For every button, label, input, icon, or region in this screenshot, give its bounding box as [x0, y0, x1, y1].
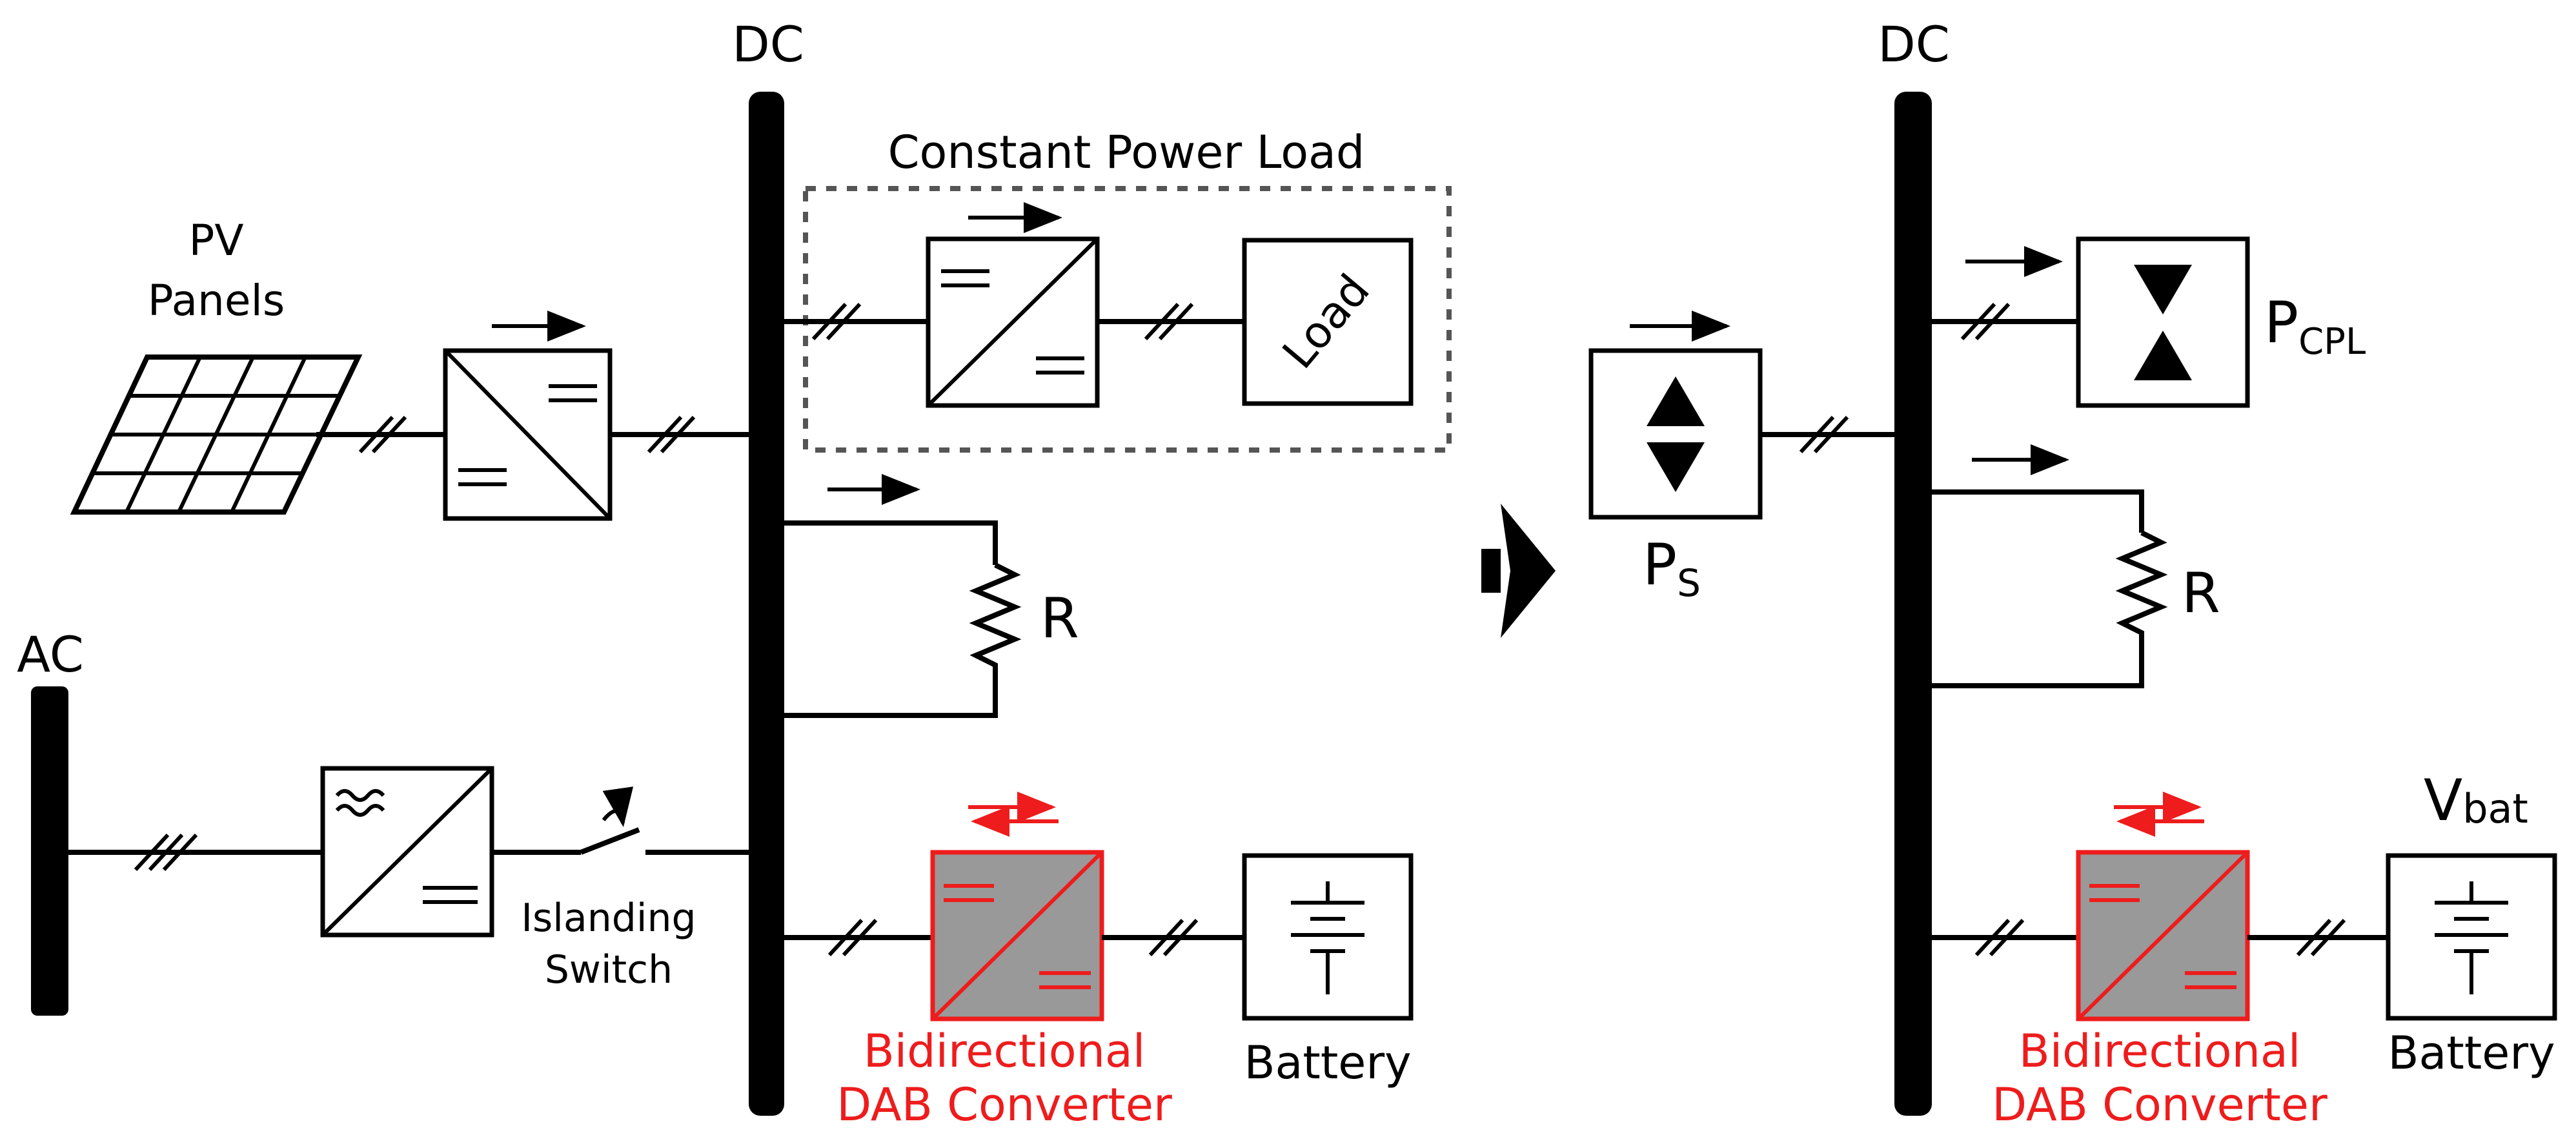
- ac-bus-label: AC: [17, 626, 84, 683]
- resistor-icon: [969, 562, 1022, 675]
- constant-power-load-icon: [2076, 236, 2250, 408]
- dc-bus: [749, 92, 784, 1116]
- switch-label-line1: Islanding: [521, 896, 696, 941]
- cpl-dc-dc-converter-icon: [926, 236, 1100, 408]
- right-dab-label-line2: DAB Converter: [1992, 1078, 2328, 1131]
- left-diagram: DC AC PV Panels: [17, 15, 1452, 1131]
- switch-label-line2: Switch: [545, 947, 673, 992]
- right-battery-label: Battery: [2388, 1027, 2555, 1080]
- vbat-label: Vbat: [2424, 767, 2528, 834]
- pv-label-line2: Panels: [148, 276, 285, 325]
- pv-dc-dc-converter-icon: [443, 348, 613, 521]
- battery-icon: [1242, 853, 1414, 1021]
- dab-label-line2: DAB Converter: [837, 1078, 1172, 1131]
- pcpl-label: PCPL: [2264, 289, 2366, 363]
- right-dc-bus: [1894, 92, 1932, 1116]
- dab-converter-icon[interactable]: [930, 850, 1104, 1021]
- right-dab-label-line1: Bidirectional: [2019, 1025, 2301, 1078]
- right-resistor-label: R: [2182, 561, 2220, 626]
- right-battery-icon: [2386, 853, 2557, 1021]
- load-box: [1242, 238, 1414, 406]
- power-source-icon: [1588, 348, 1763, 520]
- resistor-label: R: [1040, 586, 1079, 651]
- pv-label-line1: PV: [189, 216, 244, 265]
- right-dc-bus-label: DC: [1878, 15, 1950, 73]
- ps-label: PS: [1643, 531, 1701, 605]
- cpl-label: Constant Power Load: [888, 126, 1365, 179]
- switch-icon[interactable]: [580, 786, 640, 855]
- right-resistor-icon: [2115, 530, 2168, 642]
- right-dab-converter-icon[interactable]: [2076, 850, 2250, 1021]
- block-arrow-right-icon: [1481, 504, 1556, 638]
- dab-label-line1: Bidirectional: [864, 1025, 1146, 1078]
- solar-panel-icon: [70, 354, 363, 515]
- wire-hash-marks: [358, 415, 407, 454]
- right-diagram: DC PS PCPL R: [1588, 15, 2557, 1131]
- battery-label: Battery: [1244, 1036, 1411, 1089]
- dc-bus-label: DC: [732, 15, 804, 73]
- ac-bus: [31, 686, 68, 1016]
- ac-dc-converter-icon: [320, 766, 494, 938]
